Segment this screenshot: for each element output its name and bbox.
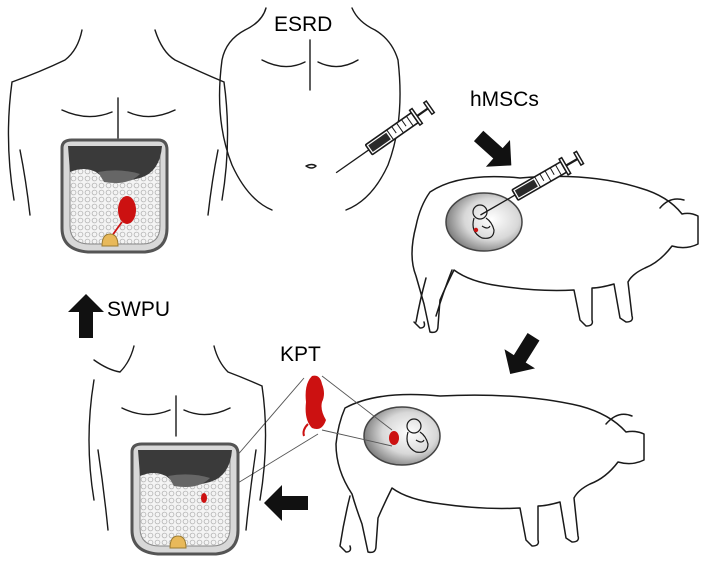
pig-top xyxy=(412,176,698,332)
esrd-patient-torso xyxy=(220,8,401,210)
abdominal-cavity-top xyxy=(62,140,167,252)
uterus-bottom xyxy=(364,407,440,465)
arrow-icon xyxy=(264,485,308,521)
syringe-icon xyxy=(331,99,436,180)
bladder-shape xyxy=(170,536,186,548)
human-torso-icon xyxy=(220,8,401,210)
kpt-kidney xyxy=(304,376,327,436)
kidney-icon xyxy=(306,376,326,429)
arrow-icon xyxy=(467,123,524,179)
kidney-icon xyxy=(201,493,207,503)
arrow-icon xyxy=(68,294,104,338)
hmscs-label: hMSCs xyxy=(470,89,539,110)
arrow-icon xyxy=(495,327,549,383)
esrd-label: ESRD xyxy=(274,14,332,35)
uterus-top xyxy=(446,193,522,251)
swpu-label: SWPU xyxy=(107,299,170,320)
pig-icon xyxy=(412,176,698,332)
kidney-icon xyxy=(389,431,399,445)
bladder-shape xyxy=(102,234,118,246)
kpt-label: KPT xyxy=(280,344,321,365)
kidney-icon xyxy=(118,196,136,224)
abdominal-cavity-bottom xyxy=(132,444,238,554)
